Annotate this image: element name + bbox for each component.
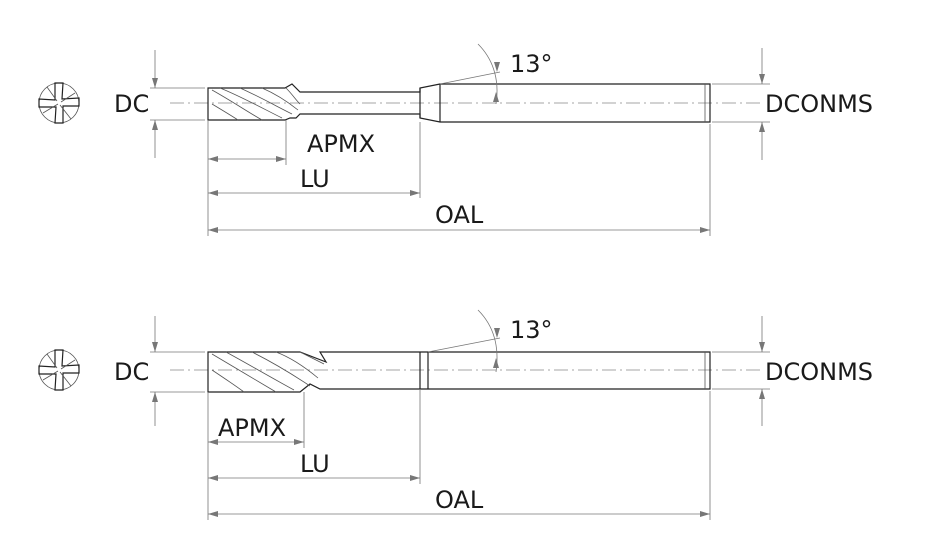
tool-body	[207, 83, 711, 123]
dconms-dimension: DCONMS	[712, 316, 873, 426]
dc-dimension: DC	[114, 316, 205, 426]
angle-label: 13°	[510, 316, 553, 344]
dc-dimension: DC	[114, 50, 205, 158]
apmx-dimension: APMX	[207, 120, 375, 236]
tool-drawing-bottom: DC DCONMS 13° APMX	[38, 309, 873, 520]
oal-dimension: OAL	[208, 124, 711, 236]
dconms-label: DCONMS	[765, 358, 873, 386]
tool-drawing-top: DC DCONMS 13° APMX	[38, 43, 873, 236]
end-view-icon	[38, 82, 80, 124]
angle-label: 13°	[510, 50, 553, 78]
apmx-label: APMX	[307, 130, 375, 158]
dconms-label: DCONMS	[765, 90, 873, 118]
oal-label: OAL	[435, 201, 484, 229]
dc-label: DC	[114, 358, 149, 386]
apmx-dimension: APMX	[207, 392, 305, 520]
tool-body	[207, 351, 711, 393]
lu-label: LU	[300, 165, 330, 193]
lu-label: LU	[300, 450, 330, 478]
apmx-label: APMX	[218, 414, 286, 442]
end-view-icon	[38, 349, 80, 391]
dconms-dimension: DCONMS	[712, 48, 873, 160]
oal-label: OAL	[435, 486, 484, 514]
oal-dimension: OAL	[208, 391, 711, 520]
dc-label: DC	[114, 90, 149, 118]
lu-dimension: LU	[208, 389, 421, 484]
lu-dimension: LU	[208, 122, 421, 198]
angle-dimension: 13°	[427, 309, 553, 373]
angle-dimension: 13°	[439, 43, 553, 105]
